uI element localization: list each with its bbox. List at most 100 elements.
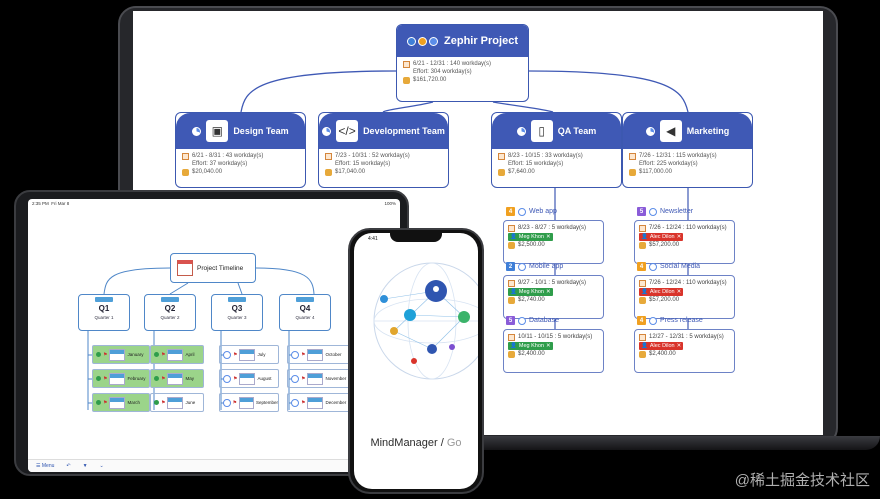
subtask-title: Social Media: [660, 263, 701, 270]
month-topic[interactable]: ⚑April: [150, 345, 204, 364]
subtask-details[interactable]: 7/26 - 12/24 : 110 workday(s) 👤 Alec Dil…: [634, 220, 735, 264]
subtask-details[interactable]: 8/23 - 8/27 : 5 workday(s) 👤 Meg Khon ✕ …: [503, 220, 604, 264]
root-title: Zephir Project: [444, 35, 518, 47]
subtask-label[interactable]: 4 Social Media: [637, 262, 700, 271]
undo-icon[interactable]: ↶: [66, 463, 71, 469]
subtask-title: Database: [529, 317, 559, 324]
team-title: QA Team: [557, 126, 597, 136]
root-topic[interactable]: Zephir Project 6/21 - 12/31 : 140 workda…: [396, 24, 529, 102]
month-topic[interactable]: ⚑June: [150, 393, 204, 412]
calendar-icon: [639, 334, 646, 341]
calendar-icon: [239, 396, 254, 409]
calendar-icon: [508, 334, 515, 341]
month-topic[interactable]: ⚑February: [92, 369, 150, 388]
month-topic[interactable]: ⚑January: [92, 345, 150, 364]
money-bag-icon: [639, 351, 646, 358]
money-bag-icon: [403, 76, 410, 84]
subtask-title: Newsletter: [660, 208, 694, 215]
subtask-cost: $2,500.00: [518, 242, 545, 248]
check-icon: [96, 352, 101, 357]
calendar-icon: [639, 225, 646, 232]
subtask-dates: 9/27 - 10/1 : 5 workday(s): [518, 280, 587, 286]
progress-icon: [645, 126, 655, 136]
progress-icon: [291, 398, 299, 407]
money-bag-icon: [639, 242, 646, 249]
month-topic[interactable]: ⚑May: [150, 369, 204, 388]
team-title: Marketing: [686, 126, 730, 136]
calendar-icon: [639, 280, 646, 287]
status-date: Fri Mar 8: [51, 201, 70, 206]
calendar-icon: [109, 372, 126, 385]
subtask-cost: $2,740.00: [518, 297, 545, 303]
priority-badge: 4: [637, 262, 646, 271]
resource-tag[interactable]: 👤 Meg Khon ✕: [508, 288, 553, 296]
root-dates: 6/21 - 12/31 : 140 workday(s): [413, 61, 492, 67]
calendar-icon: [307, 372, 324, 385]
filter-icon[interactable]: ▼: [82, 463, 88, 469]
flag-icon: ⚑: [301, 375, 306, 382]
team-effort: Effort: 37 workday(s): [192, 161, 248, 167]
priority-badge: 5: [506, 316, 515, 325]
subtask-cost: $57,200.00: [649, 297, 680, 303]
calendar-icon: [325, 152, 332, 160]
flag-icon: ⚑: [161, 399, 166, 406]
calendar-icon: [403, 60, 410, 68]
timeline-topic[interactable]: Project Timeline: [170, 253, 256, 283]
resource-tag[interactable]: 👤 Alec Dilon ✕: [639, 233, 684, 241]
progress-icon: [518, 262, 526, 271]
progress-icon: [223, 374, 231, 383]
month-label: October: [325, 352, 342, 357]
quarter-name: Q4: [299, 304, 311, 313]
resource-tag[interactable]: 👤 Meg Khon ✕: [508, 342, 553, 350]
month-topic[interactable]: ⚑October: [287, 345, 351, 364]
month-topic[interactable]: ⚑November: [287, 369, 351, 388]
month-topic[interactable]: ⚑March: [92, 393, 150, 412]
menu-button[interactable]: ☰ Menu: [36, 463, 55, 469]
team-topic-development[interactable]: </>Development Team 7/23 - 10/31 : 52 wo…: [318, 112, 449, 188]
chevron-down-icon[interactable]: ⌄: [99, 463, 104, 469]
team-cost: $7,640.00: [508, 169, 535, 175]
team-topic-qa[interactable]: ▯QA Team 8/23 - 10/15 : 33 workday(s) Ef…: [491, 112, 622, 188]
month-topic[interactable]: ⚑September: [219, 393, 279, 412]
subtask-dates: 12/27 - 12/31 : 5 workday(s): [649, 334, 724, 340]
priority-badge: 2: [506, 262, 515, 271]
calendar-icon: [239, 348, 256, 361]
resource-tag[interactable]: 👤 Alec Dilon ✕: [639, 288, 684, 296]
flag-icon: ⚑: [232, 399, 238, 406]
check-icon: [96, 376, 101, 381]
team-dates: 7/23 - 10/31 : 52 workday(s): [335, 153, 410, 159]
calendar-icon: [239, 372, 256, 385]
subtask-label[interactable]: 2 Mobile app: [506, 262, 563, 271]
progress-icon: [192, 126, 202, 136]
subtask-details[interactable]: 7/26 - 12/24 : 110 workday(s) 👤 Alec Dil…: [634, 275, 735, 319]
subtask-cost: $2,400.00: [518, 351, 545, 357]
resource-tag[interactable]: 👤 Meg Khon ✕: [508, 233, 553, 241]
subtask-dates: 7/26 - 12/24 : 110 workday(s): [649, 280, 727, 286]
check-icon: [154, 352, 159, 357]
calendar-icon: [629, 152, 636, 160]
subtask-details[interactable]: 10/11 - 10/15 : 5 workday(s) 👤 Meg Khon …: [503, 329, 604, 373]
month-topic[interactable]: ⚑July: [219, 345, 279, 364]
money-bag-icon: [508, 351, 515, 358]
team-topic-marketing[interactable]: ◀Marketing 7/26 - 12/31 : 115 workday(s)…: [622, 112, 753, 188]
resource-tag[interactable]: 👤 Alec Dilon ✕: [639, 342, 684, 350]
month-topic[interactable]: ⚑August: [219, 369, 279, 388]
month-label: January: [127, 352, 144, 357]
progress-icon: [649, 316, 657, 325]
tablet-screen: 2:35 PM Fri Mar 8 100% Project Timeline …: [28, 199, 400, 472]
timeline-connectors: [87, 267, 315, 410]
subtask-details[interactable]: 9/27 - 10/1 : 5 workday(s) 👤 Meg Khon ✕ …: [503, 275, 604, 319]
subtask-label[interactable]: 5 Database: [506, 316, 559, 325]
resource-name: Alec Dilon: [649, 342, 675, 349]
subtask-details[interactable]: 12/27 - 12/31 : 5 workday(s) 👤 Alec Dilo…: [634, 329, 735, 373]
month-topic[interactable]: ⚑December: [287, 393, 351, 412]
team-topic-design[interactable]: ▣Design Team 6/21 - 8/31 : 43 workday(s)…: [175, 112, 306, 188]
subtask-title: Mobile app: [529, 263, 564, 270]
